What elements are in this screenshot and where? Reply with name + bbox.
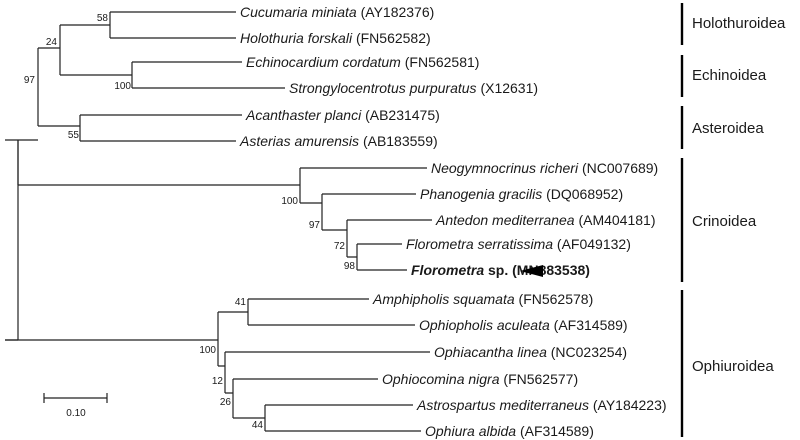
scale-bar-line — [43, 393, 108, 403]
branch-asteroidea — [79, 114, 242, 142]
bootstrap-values: 58 24 97 100 55 100 97 72 98 41 100 12 2… — [24, 13, 356, 431]
bootstrap-value: 55 — [68, 130, 80, 141]
branch-crinoidea — [17, 140, 432, 271]
bootstrap-value: 58 — [97, 13, 109, 24]
bootstrap-value: 97 — [24, 75, 36, 86]
taxon-label: Astrospartus mediterraneus (AY184223) — [416, 397, 667, 413]
taxon-label: Ophiocomina nigra (FN562577) — [382, 371, 578, 387]
clade-label-echinoidea: Echinoidea — [692, 67, 767, 84]
scale-bar: 0.10 — [43, 393, 108, 419]
taxon-label: Florometra serratissima (AF049132) — [406, 236, 631, 252]
taxon-label: Neogymnocrinus richeri (NC007689) — [431, 160, 658, 176]
clade-label-ophiuroidea: Ophiuroidea — [692, 358, 774, 375]
taxon-label: Cucumaria miniata (AY182376) — [240, 4, 434, 20]
taxon-label: Phanogenia gracilis (DQ068952) — [420, 186, 623, 202]
taxon-label: Echinocardium cordatum (FN562581) — [246, 54, 479, 70]
bootstrap-value: 100 — [114, 81, 131, 92]
taxon-label: Strongylocentrotus purpuratus (X12631) — [289, 80, 538, 96]
bootstrap-value: 72 — [334, 241, 346, 252]
arrowhead-left-icon — [520, 265, 543, 277]
branch-echinoidea — [131, 61, 285, 89]
taxon-label: Ophiopholis aculeata (AF314589) — [419, 317, 628, 333]
bootstrap-value: 12 — [212, 376, 224, 387]
bootstrap-value: 26 — [220, 397, 232, 408]
taxon-label: Asterias amurensis (AB183559) — [239, 133, 438, 149]
taxon-label: Amphipholis squamata (FN562578) — [372, 291, 593, 307]
branch-holo-echino — [18, 24, 132, 141]
branch-ophiuroidea — [5, 298, 430, 432]
clade-label-asteroidea: Asteroidea — [692, 120, 764, 137]
bootstrap-value: 98 — [344, 261, 356, 272]
taxon-label: Holothuria forskali (FN562582) — [240, 30, 431, 46]
bootstrap-value: 41 — [235, 297, 247, 308]
branch-holothuroidea — [109, 11, 236, 39]
taxon-label: Antedon mediterranea (AM404181) — [435, 212, 655, 228]
clade-label-holothuroidea: Holothuroidea — [692, 15, 786, 32]
bootstrap-value: 44 — [252, 420, 264, 431]
bootstrap-value: 100 — [281, 196, 298, 207]
taxon-label: Ophiacantha linea (NC023254) — [434, 344, 627, 360]
taxon-labels: Cucumaria miniata (AY182376) Holothuria … — [239, 4, 667, 439]
branch-root — [5, 139, 19, 341]
bootstrap-value: 100 — [199, 345, 216, 356]
taxon-label: Acanthaster planci (AB231475) — [245, 107, 440, 123]
taxon-label: Ophiura albida (AF314589) — [425, 423, 594, 439]
taxon-label-highlighted: Florometra sp. (MN883538) — [411, 262, 590, 278]
bootstrap-value: 97 — [309, 220, 321, 231]
tree-branches — [5, 11, 432, 432]
clade-brackets: Holothuroidea Echinoidea Asteroidea Crin… — [680, 3, 786, 437]
clade-label-crinoidea: Crinoidea — [692, 213, 757, 230]
bootstrap-value: 24 — [46, 37, 58, 48]
scale-bar-label: 0.10 — [66, 408, 86, 419]
